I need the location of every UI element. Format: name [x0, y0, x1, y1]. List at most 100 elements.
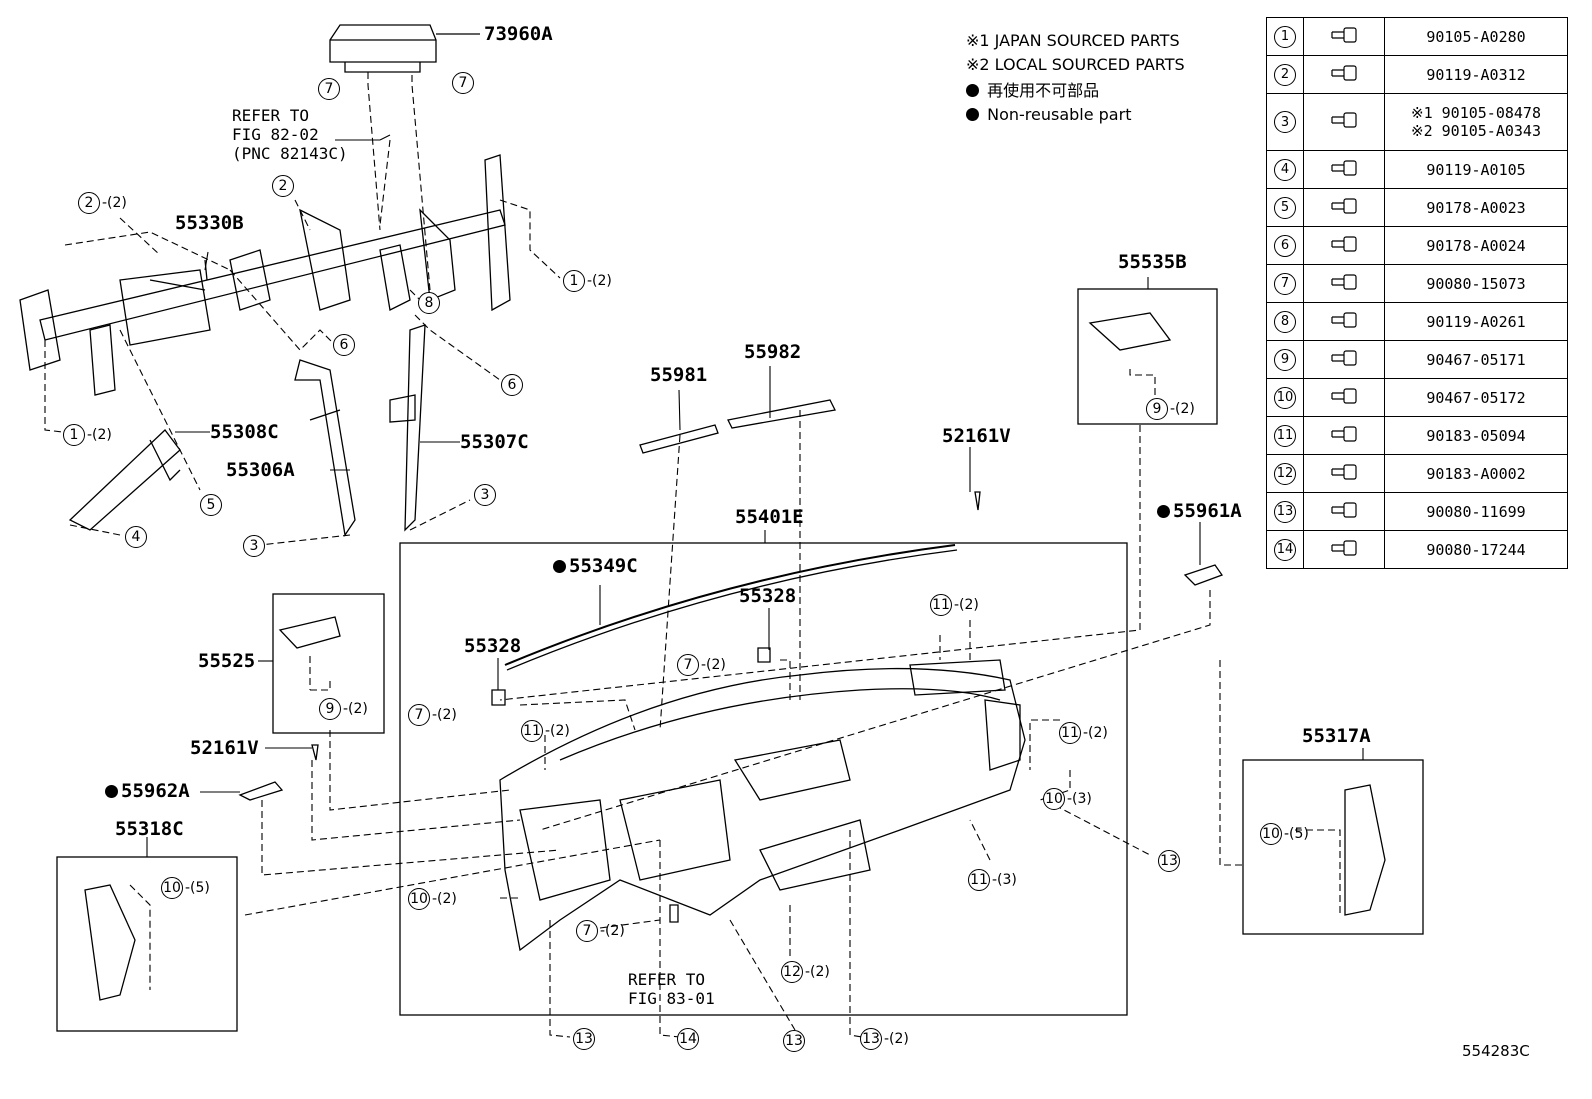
- refer-fig-82-02[interactable]: REFER TO FIG 82-02 (PNC 82143C): [232, 106, 348, 164]
- part-number: 90178-A0024: [1384, 226, 1568, 265]
- callout-12[interactable]: 12-(2): [781, 961, 830, 983]
- label-55349C[interactable]: 55349C: [553, 557, 638, 576]
- callout-10[interactable]: 10-(3): [1043, 788, 1092, 810]
- callout-number-circle: 13: [783, 1030, 805, 1052]
- item-number-circle: 4: [1274, 158, 1296, 181]
- label-55318C[interactable]: 55318C: [115, 818, 184, 840]
- callout-number-circle: 12: [781, 961, 803, 983]
- label-73960A[interactable]: 73960A: [484, 23, 553, 45]
- label-55401E[interactable]: 55401E: [735, 506, 804, 528]
- callout-number-circle: 3: [243, 535, 265, 557]
- callout-3[interactable]: 3: [474, 484, 498, 506]
- label-55328-b[interactable]: 55328: [464, 635, 522, 657]
- callout-13[interactable]: 13: [573, 1028, 597, 1050]
- callout-6[interactable]: 6: [333, 334, 357, 356]
- callout-11[interactable]: 11-(2): [521, 720, 570, 742]
- label-55306A[interactable]: 55306A: [226, 459, 295, 481]
- callout-14[interactable]: 14: [677, 1028, 701, 1050]
- item-number-circle: 6: [1274, 234, 1296, 257]
- label-55982[interactable]: 55982: [744, 341, 802, 363]
- callout-4[interactable]: 4: [125, 526, 149, 548]
- callout-7[interactable]: 7-(2): [677, 654, 726, 676]
- diagram-id: 554283C: [1462, 1042, 1530, 1060]
- item-number-circle: 1: [1274, 25, 1296, 48]
- callout-number-circle: 6: [501, 374, 523, 396]
- callout-number-circle: 14: [677, 1028, 699, 1050]
- label-55961A[interactable]: 55961A: [1157, 502, 1242, 521]
- callout-13[interactable]: 13: [783, 1030, 807, 1052]
- callout-number-circle: 4: [125, 526, 147, 548]
- callout-number-circle: 11: [930, 594, 952, 616]
- callout-10[interactable]: 10-(2): [408, 888, 457, 910]
- callout-13[interactable]: 13-(2): [860, 1028, 909, 1050]
- callout-7[interactable]: 7: [318, 78, 342, 100]
- fastener-icon: [1303, 454, 1385, 493]
- label-55317A[interactable]: 55317A: [1302, 725, 1371, 747]
- nonreusable-dot-icon: [553, 560, 566, 573]
- label-52161V-b[interactable]: 52161V: [190, 737, 259, 759]
- callout-2[interactable]: 2-(2): [78, 192, 127, 214]
- bracket-55307C: [389, 324, 426, 532]
- callout-number-circle: 10: [408, 888, 430, 910]
- callout-quantity: -(2): [600, 923, 625, 939]
- fastener-icon: [1303, 55, 1385, 94]
- callout-11[interactable]: 11-(3): [968, 869, 1017, 891]
- callout-10[interactable]: 10-(5): [161, 877, 210, 899]
- callout-13[interactable]: 13: [1158, 850, 1182, 872]
- fastener-icon: [1303, 17, 1385, 56]
- callout-2[interactable]: 2: [272, 175, 296, 197]
- callout-1[interactable]: 1-(2): [563, 270, 612, 292]
- parts-table-row[interactable]: 3※1 90105-08478※2 90105-A0343: [1266, 93, 1568, 151]
- parts-table-row[interactable]: 6 90178-A0024: [1266, 226, 1568, 265]
- label-52161V-a[interactable]: 52161V: [942, 425, 1011, 447]
- refer-fig-83-01[interactable]: REFER TO FIG 83-01: [628, 970, 715, 1009]
- part-number: 90080-15073: [1384, 264, 1568, 303]
- item-number-circle: 2: [1274, 63, 1296, 86]
- callout-8[interactable]: 8: [418, 292, 442, 314]
- callout-5[interactable]: 5: [200, 494, 224, 516]
- label-55525[interactable]: 55525: [198, 650, 256, 672]
- callout-9[interactable]: 9-(2): [319, 698, 368, 720]
- callout-6[interactable]: 6: [501, 374, 525, 396]
- label-55307C[interactable]: 55307C: [460, 431, 529, 453]
- label-55330B[interactable]: 55330B: [175, 212, 244, 234]
- callout-number-circle: 9: [319, 698, 341, 720]
- callout-quantity: -(2): [343, 701, 368, 717]
- callout-7[interactable]: 7-(2): [408, 704, 457, 726]
- callout-1[interactable]: 1-(2): [63, 424, 112, 446]
- nonreusable-dot-icon: [1157, 505, 1170, 518]
- parts-table-number: 14: [1266, 530, 1304, 569]
- callout-number-circle: 7: [452, 72, 474, 94]
- note-japan: ※1 JAPAN SOURCED PARTS: [966, 31, 1180, 50]
- callout-7[interactable]: 7: [452, 72, 476, 94]
- callout-7[interactable]: 7-(2): [576, 920, 625, 942]
- label-55981[interactable]: 55981: [650, 364, 708, 386]
- part-number: 90178-A0023: [1384, 188, 1568, 227]
- label-55308C[interactable]: 55308C: [210, 421, 279, 443]
- callout-number-circle: 2: [272, 175, 294, 197]
- callout-9[interactable]: 9-(2): [1146, 398, 1195, 420]
- callout-number-circle: 9: [1146, 398, 1168, 420]
- callout-11[interactable]: 11-(2): [1059, 722, 1108, 744]
- fastener-icon: [1303, 378, 1385, 417]
- callout-10[interactable]: 10-(5): [1260, 823, 1309, 845]
- label-55962A[interactable]: 55962A: [105, 782, 190, 801]
- callout-3[interactable]: 3: [243, 535, 267, 557]
- label-55328-a[interactable]: 55328: [739, 585, 797, 607]
- callout-11[interactable]: 11-(2): [930, 594, 979, 616]
- label-55535B[interactable]: 55535B: [1118, 251, 1187, 273]
- bracket-55306A: [294, 359, 356, 537]
